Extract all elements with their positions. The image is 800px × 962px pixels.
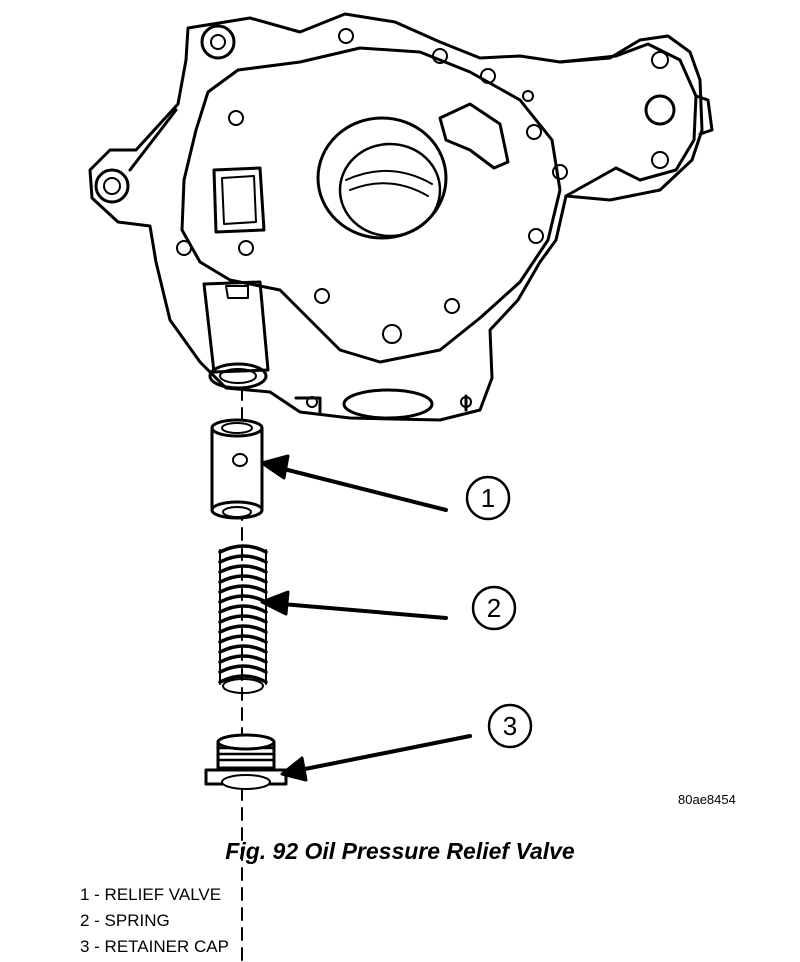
leader-arrow-3 <box>280 734 472 782</box>
callout-number-3: 3 <box>503 711 517 741</box>
spring <box>218 544 268 694</box>
figure-code: 80ae8454 <box>678 792 736 807</box>
relief-valve <box>210 418 264 520</box>
callout-number-2: 2 <box>487 593 501 623</box>
callout-circle-3 <box>487 703 533 749</box>
legend-item-spring: 2 - SPRING <box>80 911 170 930</box>
legend-item-relief-valve: 1 - RELIEF VALVE <box>80 885 222 904</box>
callout-circle-1 <box>465 475 511 521</box>
legend-list: 1 - RELIEF VALVE 2 - SPRING 3 - RETAINER… <box>80 882 229 960</box>
leader-arrow-1 <box>260 454 448 512</box>
figure-title: Fig. 92 Oil Pressure Relief Valve <box>225 838 575 864</box>
oil-pump-housing <box>88 12 714 422</box>
callout-number-1: 1 <box>481 483 495 513</box>
callout-circle-2 <box>471 585 517 631</box>
leader-arrow-2 <box>260 590 448 620</box>
retainer-cap <box>204 733 288 790</box>
legend-item-retainer-cap: 3 - RETAINER CAP <box>80 937 229 956</box>
